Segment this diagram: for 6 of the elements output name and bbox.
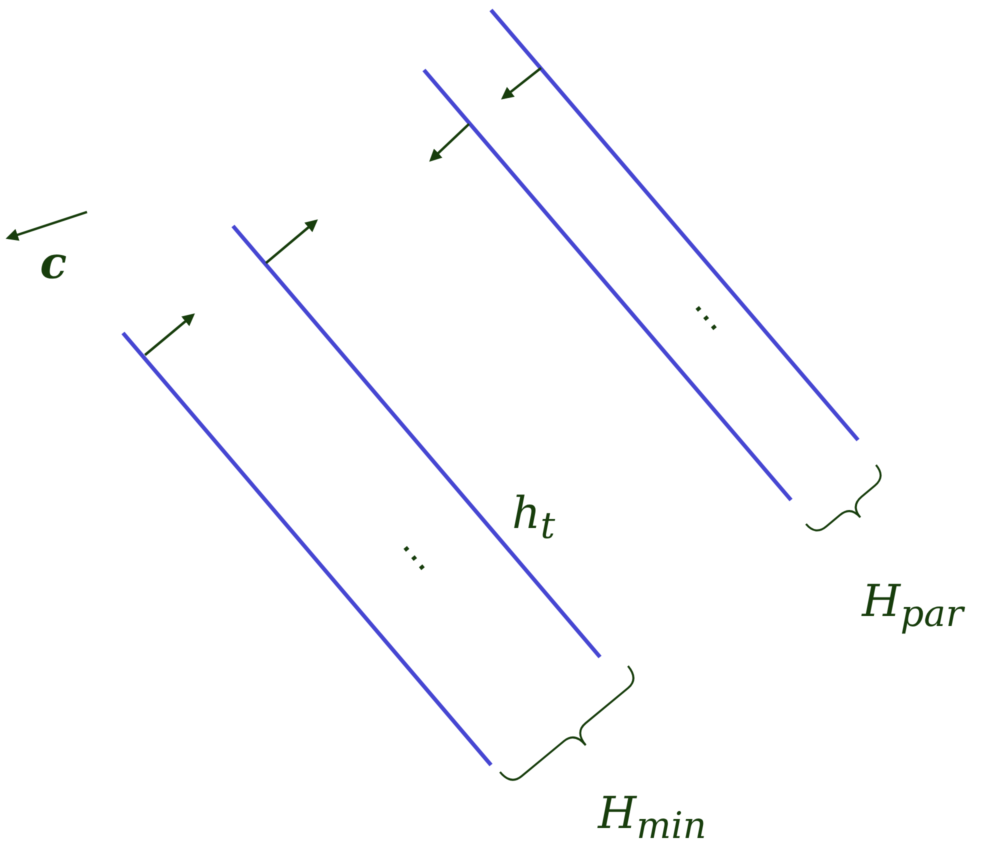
variable-label: H$_{par}$ <box>862 580 964 632</box>
variable-label: H$_{min}$ <box>598 792 706 844</box>
ellipsis: ⋯ <box>680 292 732 344</box>
vector-label: c <box>40 242 67 286</box>
ellipsis: ⋯ <box>388 532 440 584</box>
variable-label: h$_{t}$ <box>512 492 556 544</box>
